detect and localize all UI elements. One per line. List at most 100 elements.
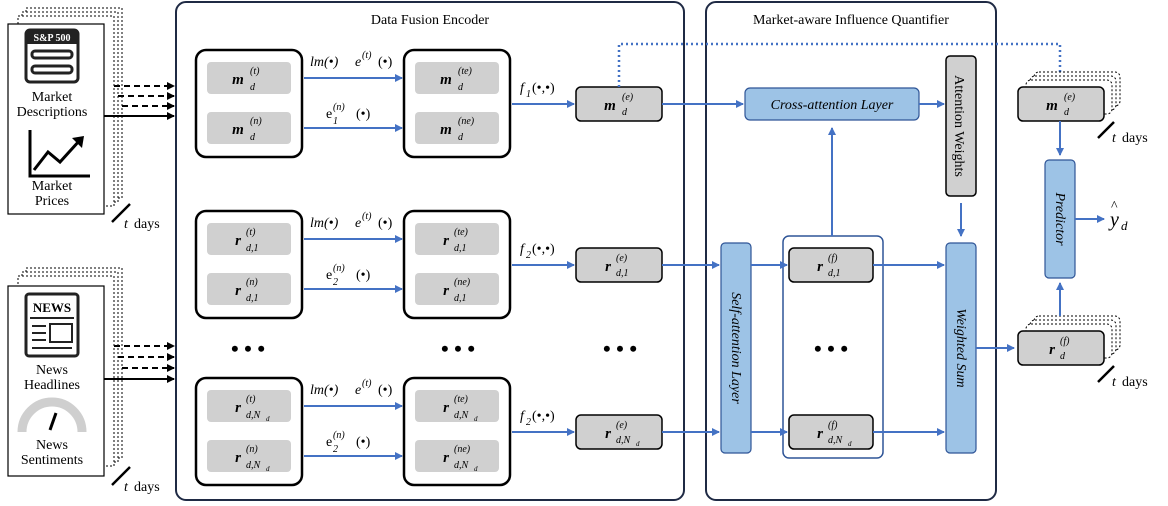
news-input-stack: NEWS News Headlines News Sentiments t da…	[7, 267, 160, 495]
svg-text:(•,•): (•,•)	[532, 242, 555, 257]
svg-text:d: d	[848, 440, 852, 448]
svg-text:(t): (t)	[362, 50, 372, 61]
market-token-t	[207, 62, 291, 94]
svg-text:(t): (t)	[246, 227, 256, 238]
svg-text:^: ^	[1111, 199, 1118, 214]
market-skip-connection	[617, 42, 1062, 87]
svg-text:r: r	[817, 426, 823, 442]
svg-text:d,1: d,1	[454, 293, 467, 304]
svg-text:d,1: d,1	[454, 243, 467, 254]
svg-text:e: e	[355, 383, 361, 398]
ellipsis-4: • • •	[814, 336, 848, 361]
svg-text:(n): (n)	[333, 102, 345, 113]
svg-text:f: f	[520, 81, 526, 96]
news-days-t: t	[124, 480, 129, 495]
market-token-n	[207, 112, 291, 144]
svg-text:(ne): (ne)	[454, 444, 471, 455]
svg-text:r: r	[817, 259, 823, 275]
trend-chart-icon	[28, 130, 90, 178]
svg-text:t: t	[1112, 375, 1117, 390]
svg-text:r: r	[235, 233, 241, 249]
svg-text:(•,•): (•,•)	[532, 409, 555, 424]
sp500-icon: S&P 500	[24, 28, 80, 84]
svg-text:r: r	[605, 259, 611, 275]
svg-text:m: m	[440, 72, 452, 88]
svg-text:m: m	[1046, 98, 1058, 114]
svg-text:d,N: d,N	[616, 435, 632, 446]
svg-text:d,1: d,1	[246, 243, 259, 254]
svg-text:d,N: d,N	[454, 410, 470, 421]
svg-text:e: e	[326, 435, 332, 450]
prediction-output: y ^ d	[1108, 199, 1128, 233]
market-fused-embedding	[575, 86, 663, 122]
svg-text:d: d	[250, 82, 256, 93]
svg-text:(e): (e)	[616, 253, 628, 264]
svg-text:days: days	[1122, 131, 1148, 146]
ellipsis-1: • • •	[231, 336, 265, 361]
svg-text:d,1: d,1	[246, 293, 259, 304]
svg-text:r: r	[443, 450, 449, 466]
svg-text:t: t	[1112, 131, 1117, 146]
svg-text:(n): (n)	[246, 277, 258, 288]
news-headlines-label-2: Headlines	[24, 378, 80, 393]
svg-text:d: d	[1060, 351, 1066, 362]
svg-text:Cross-attention Layer: Cross-attention Layer	[771, 98, 894, 113]
svg-text:m: m	[440, 122, 452, 138]
news-encoder-row-1: r (t) d,1 r (n) d,1 lm(•) e (t) (•) e (n…	[194, 209, 663, 320]
market-token-ne	[415, 112, 499, 144]
svg-text:e: e	[326, 268, 332, 283]
news-output-stack: r (f) d t days	[1017, 315, 1148, 390]
svg-text:(t): (t)	[250, 66, 260, 77]
market-days-t: t	[124, 217, 129, 232]
svg-text:d,N: d,N	[246, 410, 262, 421]
news-days-label: days	[134, 480, 160, 495]
svg-text:d: d	[458, 132, 464, 143]
svg-text:(f): (f)	[828, 253, 838, 264]
svg-text:(t): (t)	[362, 378, 372, 389]
svg-text:d: d	[266, 415, 270, 423]
svg-text:(te): (te)	[454, 227, 469, 238]
svg-text:r: r	[443, 233, 449, 249]
market-encoder-row: m (t) d m (n) d lm(•) e (t) (•) e (n) 1 …	[194, 48, 663, 159]
svg-text:(e): (e)	[622, 92, 634, 103]
market-token-te	[415, 62, 499, 94]
svg-text:2: 2	[526, 250, 531, 261]
svg-text:m: m	[232, 72, 244, 88]
sp500-label: S&P 500	[34, 33, 71, 44]
quantifier-title: Market-aware Influence Quantifier	[753, 13, 949, 28]
svg-text:d: d	[458, 82, 464, 93]
ellipsis-2: • • •	[441, 336, 475, 361]
svg-text:(e): (e)	[1064, 92, 1076, 103]
market-descriptions-label-2: Descriptions	[17, 105, 88, 120]
gauge-icon	[17, 397, 87, 433]
market-prices-label-1: Market	[32, 179, 73, 194]
svg-text:2: 2	[333, 277, 338, 288]
svg-text:Weighted Sum: Weighted Sum	[953, 308, 968, 387]
svg-text:d: d	[250, 132, 256, 143]
svg-text:1: 1	[333, 116, 338, 127]
svg-text:(•): (•)	[378, 216, 393, 231]
svg-text:r: r	[1049, 342, 1055, 358]
svg-text:e: e	[326, 107, 332, 122]
svg-text:r: r	[605, 426, 611, 442]
svg-text:d: d	[266, 465, 270, 473]
svg-text:2: 2	[333, 444, 338, 455]
svg-text:f: f	[520, 242, 526, 257]
svg-text:(te): (te)	[458, 66, 473, 77]
svg-text:d,N: d,N	[828, 435, 844, 446]
market-prices-label-2: Prices	[35, 194, 69, 209]
svg-text:(n): (n)	[333, 430, 345, 441]
news-headlines-label-1: News	[36, 363, 68, 378]
news-encoder-row-n: r (t) d,N d r (n) d,N d lm(•) e (t) (•) …	[194, 376, 663, 487]
svg-text:d,N: d,N	[454, 460, 470, 471]
svg-text:Self-attention Layer: Self-attention Layer	[728, 292, 743, 404]
svg-text:Attention Weights: Attention Weights	[951, 75, 966, 177]
svg-text:m: m	[232, 122, 244, 138]
svg-text:(n): (n)	[250, 116, 262, 127]
self-attention-layer	[720, 242, 752, 454]
svg-text:r: r	[235, 400, 241, 416]
svg-text:r: r	[443, 400, 449, 416]
svg-text:(n): (n)	[246, 444, 258, 455]
influence-quantifier-panel	[705, 1, 997, 501]
